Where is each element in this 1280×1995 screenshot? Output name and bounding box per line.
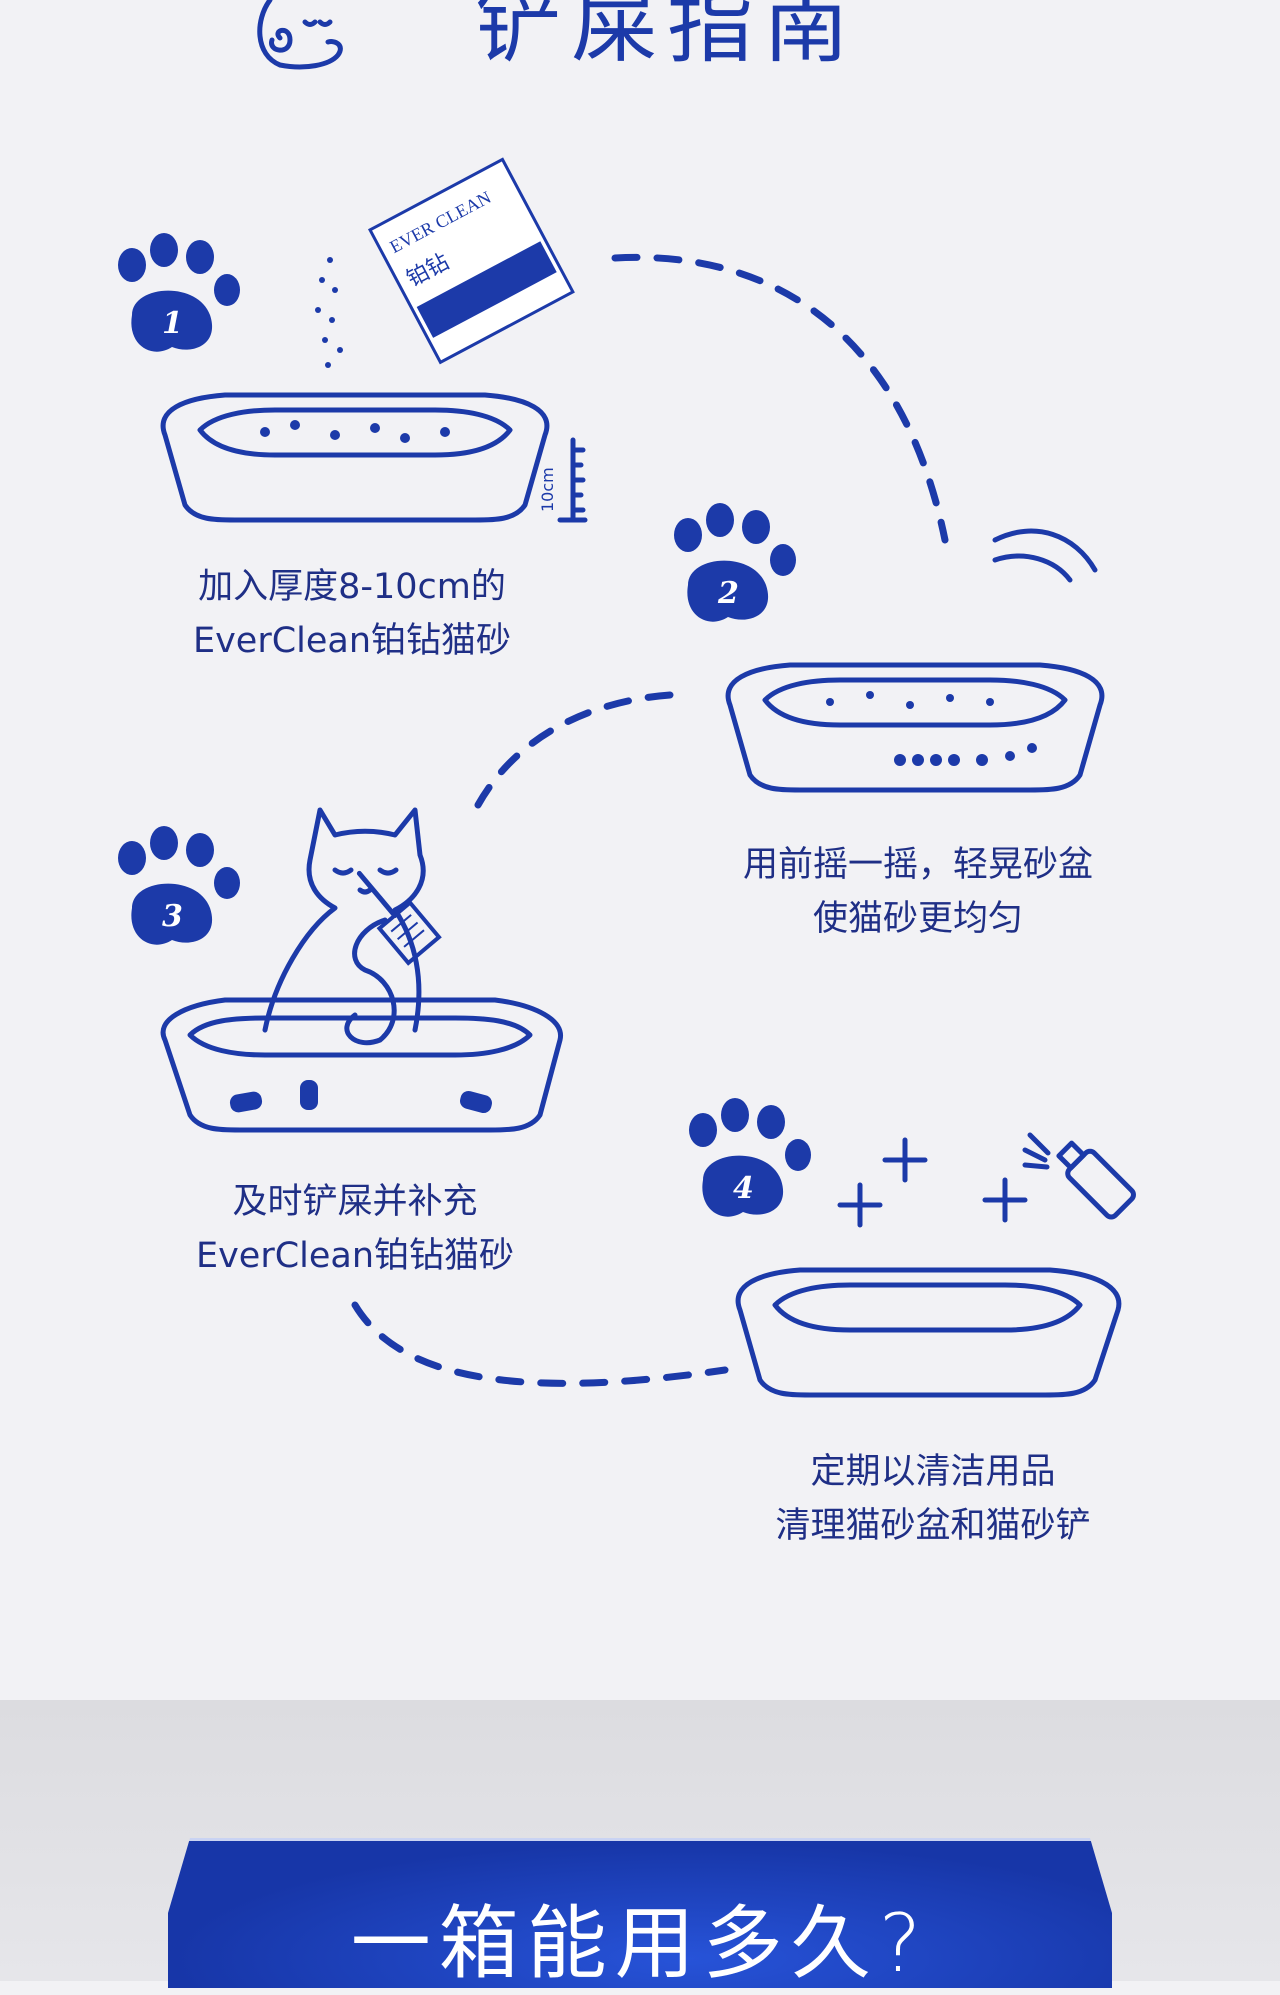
sparkle-and-spray-icons [837, 1132, 1136, 1228]
step-2-line-1: 用前摇一摇，轻晃砂盆 [742, 845, 1093, 885]
svg-text:1: 1 [162, 306, 183, 341]
shake-motion-icon [992, 528, 1098, 583]
litter-tray-step-1: 10cm [160, 392, 588, 523]
svg-text:3: 3 [162, 899, 183, 934]
step-4-caption: 定期以清洁用品 清理猫砂盆和猫砂铲 [703, 1445, 1163, 1553]
step-4-line-1: 定期以清洁用品 [810, 1452, 1056, 1492]
dashed-path-1-2 [351, 253, 949, 1387]
litter-bag-icon: EVER CLEAN 铂钻 [315, 157, 575, 368]
step-1-line-2: EverClean铂钻猫砂 [192, 621, 512, 661]
svg-text:4: 4 [733, 1171, 754, 1206]
step-2-caption: 用前摇一摇，轻晃砂盆 使猫砂更均匀 [688, 838, 1148, 946]
cat-in-litter-box-illustration [160, 807, 563, 1133]
page-title: 铲屎指南 [475, 0, 859, 75]
litter-tray-step-4 [735, 1267, 1122, 1398]
scoop-icon [356, 870, 442, 966]
step-3-line-2: EverClean铂钻猫砂 [195, 1236, 515, 1276]
paw-icon-step-1: 1 [118, 233, 240, 352]
paw-icon-step-4: 4 [689, 1098, 811, 1217]
step-4-line-2: 清理猫砂盆和猫砂铲 [775, 1506, 1091, 1546]
sleeping-cat-icon [257, 0, 343, 70]
step-2-line-2: 使猫砂更均匀 [812, 899, 1023, 939]
step-3-caption: 及时铲屎并补充 EverClean铂钻猫砂 [125, 1175, 585, 1283]
paw-icon-step-2: 2 [674, 503, 796, 622]
litter-tray-step-2 [725, 662, 1105, 793]
step-3-line-1: 及时铲屎并补充 [232, 1182, 478, 1222]
step-1-caption: 加入厚度8-10cm的 EverClean铂钻猫砂 [122, 560, 582, 668]
step-1-line-1: 加入厚度8-10cm的 [198, 567, 506, 607]
banner-title: 一箱能用多久? [350, 1897, 930, 1990]
paw-icon-step-3: 3 [118, 826, 240, 945]
section-banner: 一箱能用多久? [168, 1838, 1112, 1988]
svg-text:2: 2 [717, 576, 739, 611]
ruler-label: 10cm [538, 467, 557, 512]
